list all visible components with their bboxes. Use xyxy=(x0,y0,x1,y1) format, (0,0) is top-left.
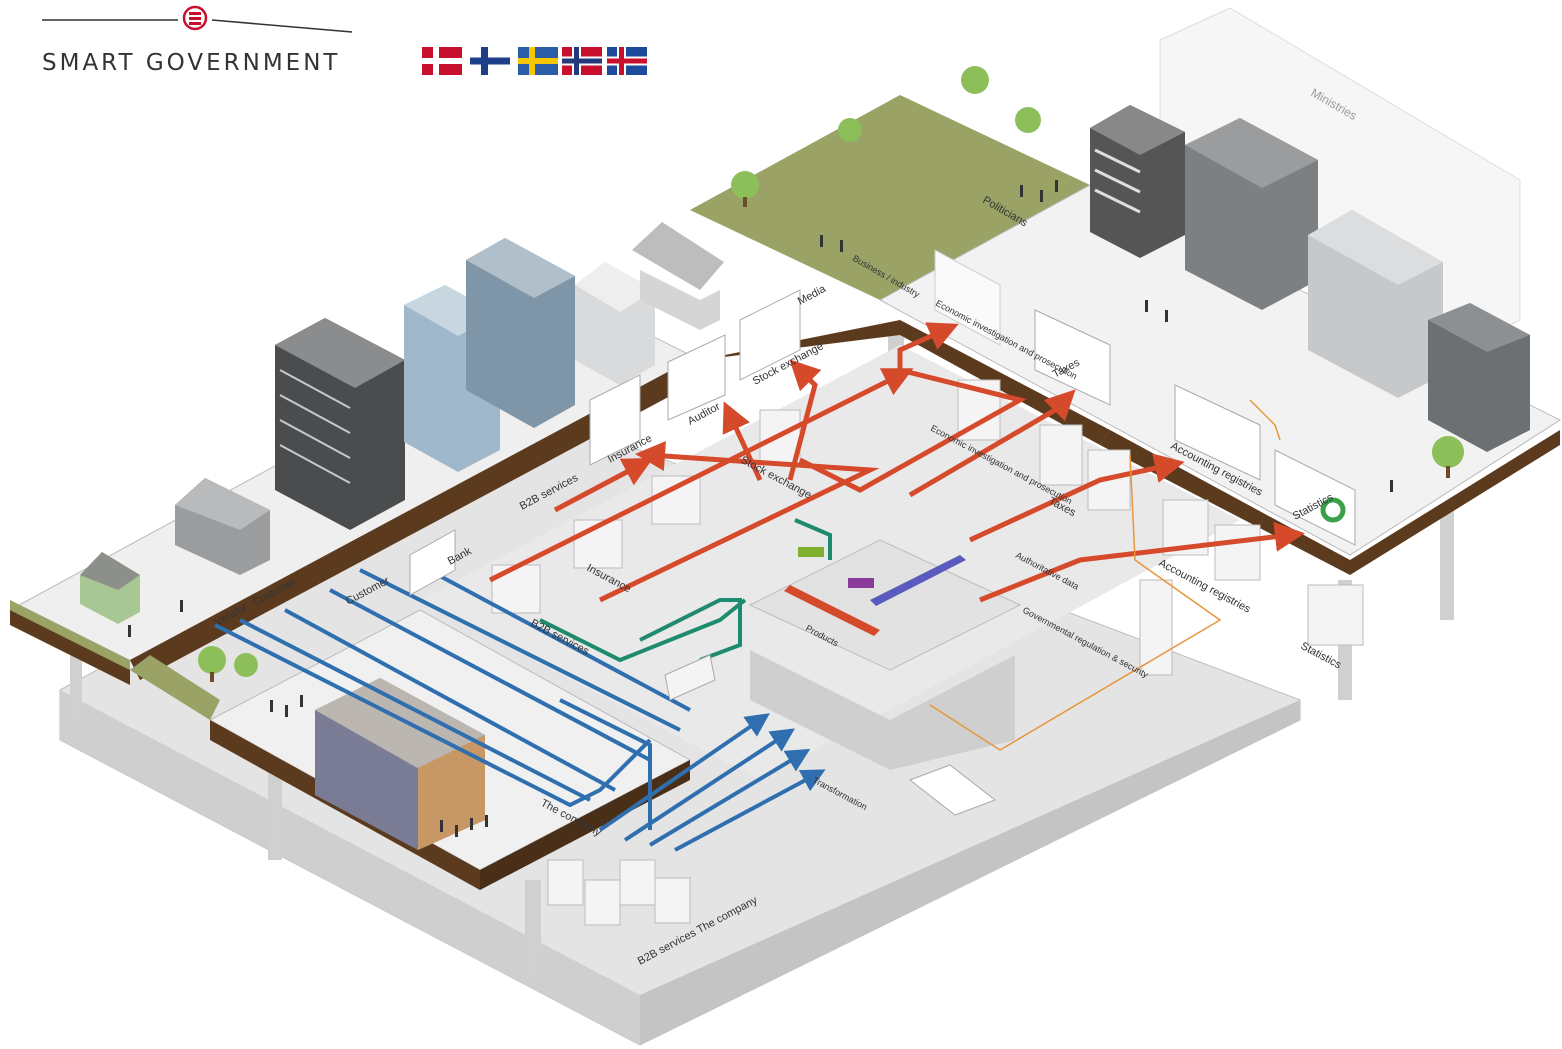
pillar xyxy=(1440,510,1454,620)
header: SMART GOVERNMENT xyxy=(0,0,700,90)
label-media: Media xyxy=(796,283,829,308)
tower-striped xyxy=(1090,105,1185,258)
grass-top xyxy=(690,95,1090,300)
house-green xyxy=(80,552,140,624)
soil-edge-left xyxy=(130,360,700,680)
emblem-icon xyxy=(182,5,208,31)
bank-temple xyxy=(632,222,724,330)
flag-finland-icon xyxy=(470,47,510,75)
tower-glass-dark xyxy=(466,238,575,428)
flag-sweden-icon xyxy=(518,47,558,75)
tower-dark xyxy=(1185,118,1318,310)
central-platform xyxy=(748,539,1022,671)
blue-bar xyxy=(870,555,966,606)
document-panels xyxy=(409,249,1356,816)
flag-denmark-icon xyxy=(422,47,462,75)
flag-norway-icon xyxy=(562,47,602,75)
server-rack-icon xyxy=(491,379,1364,926)
tower-small-dark xyxy=(1428,303,1530,452)
upper-floor-right xyxy=(878,184,1562,556)
lower-base-front-left xyxy=(60,690,640,1045)
person-icon xyxy=(128,180,1393,837)
donut-chart-icon xyxy=(1320,497,1346,523)
red-bar xyxy=(784,585,880,636)
flow-orange-lines xyxy=(929,399,1281,751)
tower-gray xyxy=(1308,210,1443,398)
pillar xyxy=(525,880,541,980)
tower-white xyxy=(575,262,655,385)
flow-red-arrows xyxy=(488,322,1305,603)
brand-name: SMART GOVERNMENT xyxy=(42,50,341,76)
inner-floor xyxy=(420,345,1240,780)
company-building xyxy=(315,678,485,850)
flag-iceland-icon xyxy=(607,47,647,75)
warehouse xyxy=(175,478,270,575)
tower-black xyxy=(275,318,405,530)
tree-icon xyxy=(198,66,1464,682)
flow-green-lines xyxy=(539,518,832,663)
lower-base-front-right xyxy=(640,700,1300,1045)
purple-block xyxy=(848,578,874,588)
flow-blue-arrows xyxy=(214,558,826,852)
pillar xyxy=(70,650,82,720)
soil-edge xyxy=(10,610,130,685)
green-block xyxy=(798,547,824,557)
brand-logo xyxy=(42,5,647,75)
central-storage xyxy=(750,650,1015,770)
pillar xyxy=(268,770,282,860)
